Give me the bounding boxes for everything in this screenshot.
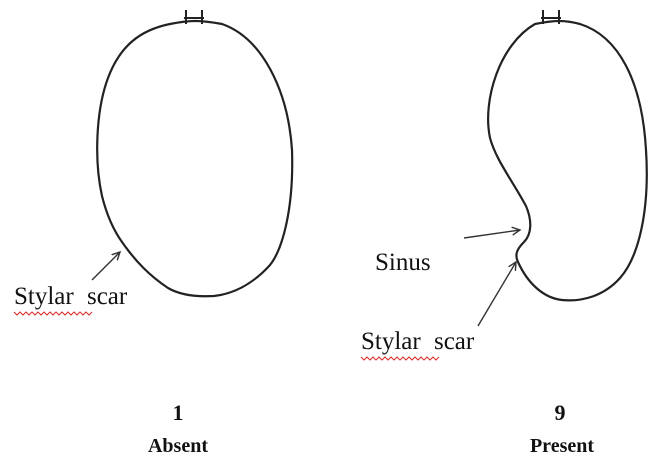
- panel-absent: Stylar scar 1 Absent: [13, 10, 294, 457]
- panel-state-left: Absent: [148, 435, 208, 457]
- panel-present: Sinus Stylar scar 9 Present: [360, 10, 648, 457]
- stylar-scar-arrow-left: [91, 252, 120, 281]
- spellcheck-underline-right: [360, 356, 440, 361]
- scar-word: scar: [87, 283, 128, 310]
- stylar-scar-arrow-right: [477, 262, 516, 327]
- stylar-word: Stylar: [14, 283, 74, 310]
- scar-word: scar: [434, 328, 475, 355]
- panel-state-right: Present: [530, 435, 594, 457]
- panel-number-left: 1: [173, 400, 184, 425]
- sinus-label: Sinus: [375, 249, 431, 276]
- stylar-scar-label-right: Stylar scar: [361, 328, 475, 355]
- panel-number-right: 9: [555, 400, 566, 425]
- seed-outline-present: [487, 19, 648, 302]
- stylar-word: Stylar: [361, 328, 421, 355]
- sinus-arrow: [463, 230, 520, 239]
- spellcheck-underline-left: [13, 311, 93, 316]
- stylar-scar-label-left: Stylar scar: [14, 283, 128, 310]
- seed-outline-absent: [96, 19, 294, 298]
